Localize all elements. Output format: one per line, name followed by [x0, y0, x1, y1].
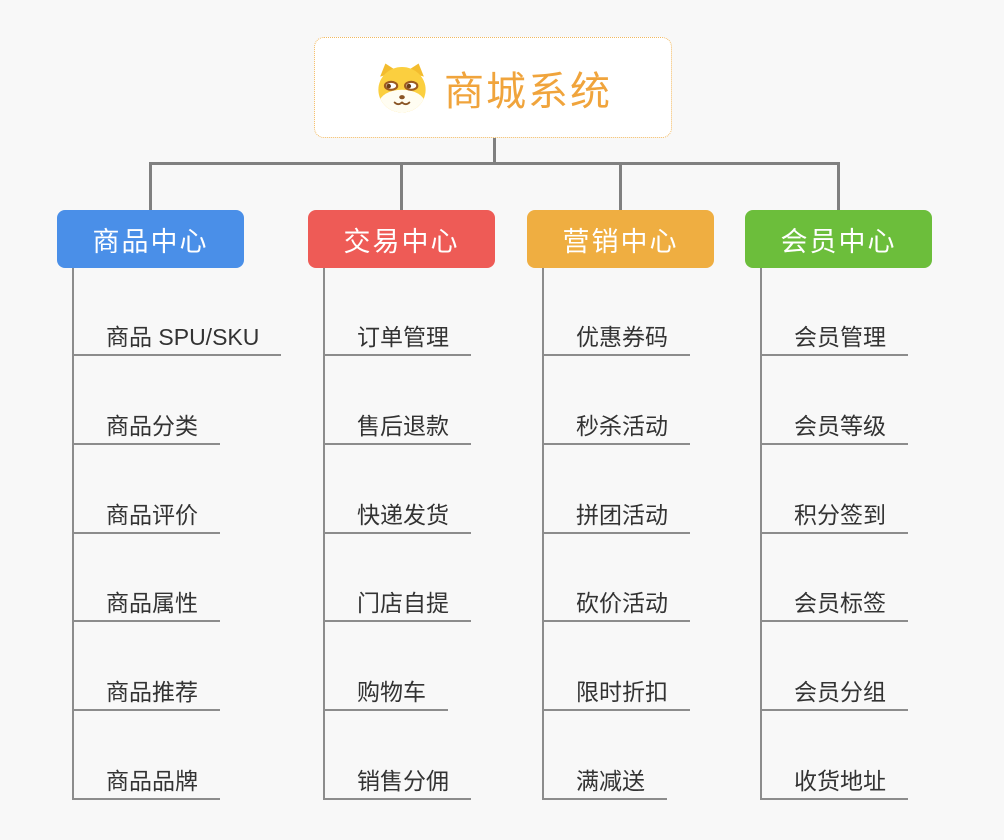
- child-node[interactable]: 积分签到: [760, 498, 908, 534]
- child-node[interactable]: 优惠券码: [542, 320, 690, 356]
- connector-root-stem: [493, 138, 496, 164]
- shiba-dog-icon: [378, 63, 426, 112]
- connector-horizontal-bar: [149, 162, 840, 165]
- child-node[interactable]: 会员分组: [760, 675, 908, 711]
- child-node[interactable]: 商品品牌: [72, 764, 220, 800]
- child-node[interactable]: 订单管理: [323, 320, 471, 356]
- root-node-mall-system[interactable]: 商城系统: [314, 37, 672, 138]
- child-node[interactable]: 购物车: [323, 675, 448, 711]
- branch-trunk-line: [323, 268, 325, 800]
- child-node[interactable]: 门店自提: [323, 586, 471, 622]
- child-node[interactable]: 售后退款: [323, 409, 471, 445]
- connector-drop-member: [837, 162, 840, 210]
- branch-trunk-line: [760, 268, 762, 800]
- child-node[interactable]: 拼团活动: [542, 498, 690, 534]
- child-node[interactable]: 秒杀活动: [542, 409, 690, 445]
- branch-trade-center: 交易中心 订单管理 售后退款 快递发货 门店自提 购物车 销售分佣: [308, 210, 548, 810]
- child-node[interactable]: 限时折扣: [542, 675, 690, 711]
- child-node[interactable]: 收货地址: [760, 764, 908, 800]
- child-node[interactable]: 商品分类: [72, 409, 220, 445]
- branch-node-trade-center[interactable]: 交易中心: [308, 210, 495, 268]
- child-node[interactable]: 砍价活动: [542, 586, 690, 622]
- branch-marketing-center: 营销中心 优惠券码 秒杀活动 拼团活动 砍价活动 限时折扣 满减送: [527, 210, 767, 810]
- child-node[interactable]: 商品评价: [72, 498, 220, 534]
- connector-drop-product: [149, 162, 152, 210]
- branch-trunk-line: [72, 268, 74, 800]
- branch-node-marketing-center[interactable]: 营销中心: [527, 210, 714, 268]
- child-node[interactable]: 快递发货: [323, 498, 471, 534]
- branch-node-product-center[interactable]: 商品中心: [57, 210, 244, 268]
- child-node[interactable]: 销售分佣: [323, 764, 471, 800]
- child-node[interactable]: 会员等级: [760, 409, 908, 445]
- branch-node-member-center[interactable]: 会员中心: [745, 210, 932, 268]
- child-node[interactable]: 商品属性: [72, 586, 220, 622]
- child-node[interactable]: 会员管理: [760, 320, 908, 356]
- connector-drop-marketing: [619, 162, 622, 210]
- branch-member-center: 会员中心 会员管理 会员等级 积分签到 会员标签 会员分组 收货地址: [745, 210, 985, 810]
- child-node[interactable]: 会员标签: [760, 586, 908, 622]
- child-node[interactable]: 商品 SPU/SKU: [72, 320, 282, 356]
- connector-drop-trade: [400, 162, 403, 210]
- child-node[interactable]: 商品推荐: [72, 675, 220, 711]
- branch-trunk-line: [542, 268, 544, 800]
- branch-product-center: 商品中心 商品 SPU/SKU 商品分类 商品评价 商品属性 商品推荐 商品品牌: [57, 210, 297, 810]
- root-node-title: 商城系统: [444, 69, 612, 114]
- child-node[interactable]: 满减送: [542, 764, 667, 800]
